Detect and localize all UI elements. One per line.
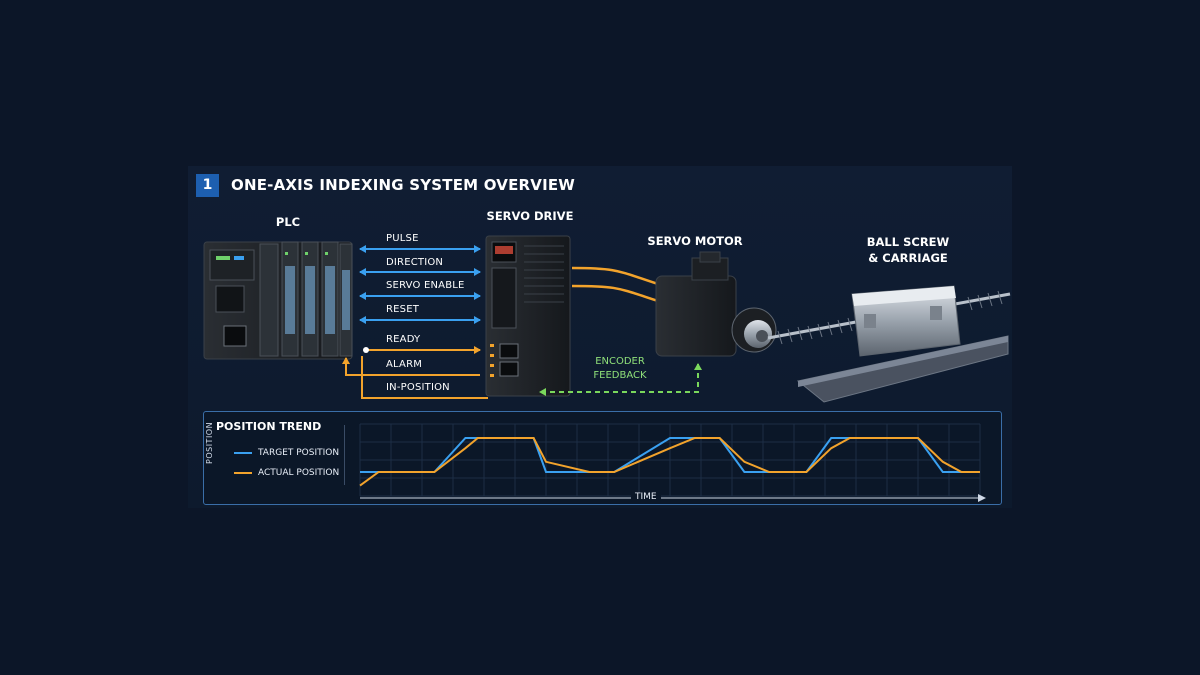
trend-y-axis-label: POSITION [205, 421, 214, 464]
direction-label: DIRECTION [386, 257, 444, 268]
position-trend-panel: POSITION TREND POSITION TARGET POSITION … [203, 411, 1002, 505]
time-axis-arrowhead [978, 494, 986, 502]
servo-drive-label: SERVO DRIVE [486, 209, 574, 223]
trend-divider [344, 425, 345, 485]
legend-target-swatch [234, 452, 252, 454]
legend-target-label: TARGET POSITION [258, 448, 340, 458]
encoder-label-line2: FEEDBACK [593, 370, 647, 381]
trend-plot [359, 423, 986, 502]
servo-motor-label: SERVO MOTOR [647, 234, 743, 248]
encoder-feedback-label: ENCODER FEEDBACK [588, 355, 652, 383]
alarm-arrow [342, 357, 480, 376]
servo-enable-label: SERVO ENABLE [386, 280, 465, 291]
encoder-feedback-arrow [539, 363, 702, 396]
header: 1 ONE-AXIS INDEXING SYSTEM OVERVIEW [196, 173, 576, 197]
trend-x-axis-label: TIME [631, 492, 661, 502]
in-position-arrow [361, 356, 488, 399]
ready-label: READY [386, 334, 421, 345]
reset-label: RESET [386, 304, 420, 315]
trend-title: POSITION TREND [216, 420, 322, 433]
plc-unit [203, 241, 353, 360]
plc-label: PLC [275, 215, 301, 229]
ball-screw-label: BALL SCREW & CARRIAGE [856, 234, 960, 266]
series-actual-line [359, 437, 980, 487]
legend-actual: ACTUAL POSITION [234, 468, 339, 478]
legend-actual-swatch [234, 472, 252, 474]
page-title: ONE-AXIS INDEXING SYSTEM OVERVIEW [231, 176, 576, 194]
ball-screw-label-line2: & CARRIAGE [868, 251, 948, 265]
motor-cables [571, 266, 659, 303]
ready-junction-dot [363, 347, 369, 353]
legend-target: TARGET POSITION [234, 448, 339, 458]
step-badge: 1 [196, 173, 219, 197]
in-position-label: IN-POSITION [386, 382, 450, 393]
system-diagram [203, 235, 1011, 403]
servo-motor-unit [655, 251, 777, 357]
ball-screw-unit [767, 285, 1011, 403]
servo-drive-unit [485, 235, 571, 397]
system-overview-card: 1 ONE-AXIS INDEXING SYSTEM OVERVIEW [188, 166, 1012, 508]
alarm-label: ALARM [386, 359, 423, 370]
encoder-label-line1: ENCODER [595, 356, 645, 367]
ball-screw-label-line1: BALL SCREW [866, 235, 950, 249]
legend-actual-label: ACTUAL POSITION [258, 468, 340, 478]
pulse-label: PULSE [386, 233, 419, 244]
